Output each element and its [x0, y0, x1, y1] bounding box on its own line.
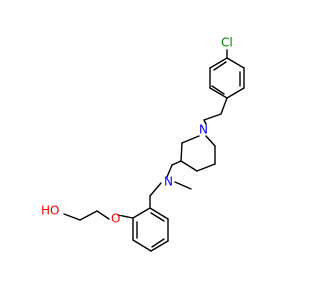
bond [79, 210, 98, 221]
bond [180, 142, 183, 162]
bond [226, 87, 245, 99]
bond [220, 97, 228, 115]
bond [132, 239, 152, 252]
bond [166, 164, 173, 178]
bond [150, 240, 169, 252]
bond [196, 163, 216, 172]
bond [132, 207, 151, 219]
bond [96, 210, 110, 220]
bond [149, 182, 162, 197]
bond [150, 212, 165, 222]
chlorine-atom: Cl [221, 36, 233, 50]
ether-oxygen-atom: O [111, 212, 120, 226]
bond [174, 181, 192, 190]
atom-labels: Cl N N O HO [41, 36, 233, 226]
bond [117, 214, 134, 219]
bond [226, 57, 245, 69]
tertiary-amine-nitrogen-atom: N [164, 175, 173, 189]
bond [205, 135, 216, 147]
bond [181, 135, 200, 144]
bond [209, 57, 228, 69]
bond [63, 213, 81, 221]
bond [209, 87, 228, 99]
bond [211, 85, 225, 95]
bonds [63, 49, 245, 252]
bond [203, 113, 222, 121]
bond [203, 119, 207, 125]
bond [149, 207, 169, 220]
bond [213, 61, 227, 71]
molecule-structure: Cl N N O HO [41, 36, 245, 252]
hydroxyl-group: HO [41, 204, 59, 218]
bond [180, 160, 198, 172]
bond [171, 160, 182, 166]
bond [151, 238, 165, 248]
piperidine-nitrogen-atom: N [199, 123, 208, 137]
